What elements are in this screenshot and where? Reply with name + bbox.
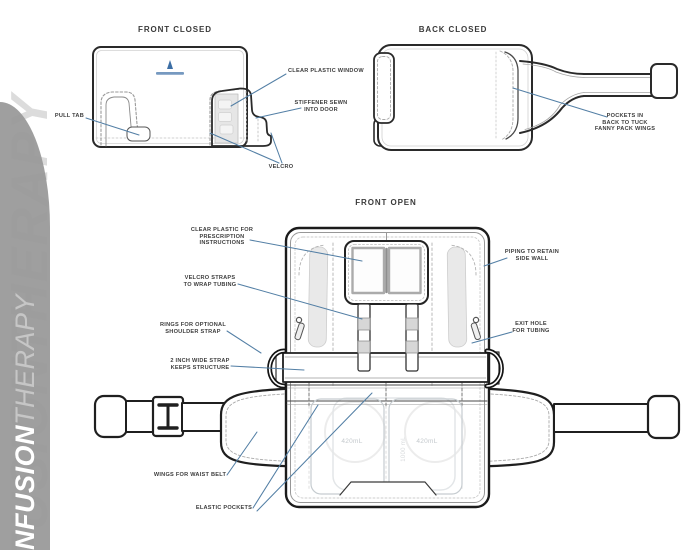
prescription-flap-shape	[344, 240, 429, 305]
velcro-straps-shape	[357, 303, 419, 372]
callout-piping: PIPING TO RETAIN SIDE WALL	[504, 249, 560, 262]
callout-wide-strap: 2 INCH WIDE STRAP KEEPS STRUCTURE	[170, 358, 230, 371]
callout-clear-plastic-window: CLEAR PLASTIC WINDOW	[288, 68, 364, 74]
pocket-left-capacity-label: 420mL	[341, 438, 363, 445]
wide-strap-shape	[282, 352, 489, 383]
callout-pull-tab: PULL TAB	[54, 113, 84, 119]
front-open-drawing	[93, 226, 681, 512]
front-open-title: FRONT OPEN	[355, 198, 417, 207]
callout-elastic-pockets: ELASTIC POCKETS	[195, 505, 253, 511]
back-closed-leader-lines	[512, 87, 608, 118]
pull-tab-shape	[126, 126, 151, 142]
callout-back-pockets: POCKETS IN BACK TO TUCK FANNY PACK WINGS	[594, 113, 656, 133]
callout-velcro-straps: VELCRO STRAPS TO WRAP TUBING	[183, 275, 237, 288]
front-open-leader-lines	[226, 239, 513, 512]
callout-exit-hole: EXIT HOLE FOR TUBING	[512, 321, 550, 334]
d-ring-right	[484, 348, 504, 389]
back-closed-title: BACK CLOSED	[418, 25, 488, 34]
brand-banner	[0, 102, 50, 550]
back-closed-drawing	[373, 44, 678, 151]
front-closed-leader-lines	[85, 73, 302, 164]
front-closed-title: FRONT CLOSED	[138, 25, 212, 34]
callout-stiffener: STIFFENER SEWN INTO DOOR	[294, 100, 348, 113]
zipper-pull-left	[294, 316, 305, 341]
front-closed-drawing	[85, 46, 302, 164]
callout-wings: WINGS FOR WAIST BELT	[153, 472, 227, 478]
pocket-right-capacity-label: 420mL	[416, 438, 438, 445]
callout-clear-plastic-rx: CLEAR PLASTIC FOR PRESCRIPTION INSTRUCTI…	[190, 227, 254, 247]
belt-buckle	[151, 395, 185, 438]
zipper-pull-right	[470, 316, 481, 341]
clear-window-shape	[214, 93, 239, 144]
brand-logo	[156, 60, 184, 75]
callout-rings: RINGS FOR OPTIONAL SHOULDER STRAP	[159, 322, 227, 335]
reservoir-capacity-label: 1000 mL	[401, 436, 407, 462]
callout-velcro: VELCRO	[268, 164, 294, 170]
